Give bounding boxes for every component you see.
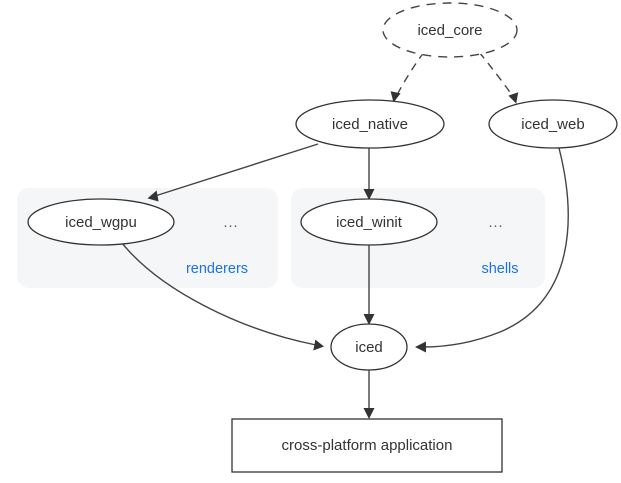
edge-iced-winit-to-iced-arrowhead: [363, 314, 375, 325]
edge-iced-wgpu-to-iced: [121, 242, 324, 351]
edge-iced-winit-to-iced: [363, 245, 375, 325]
edge-iced-to-application: [363, 370, 375, 419]
edge-iced-core-to-iced-web: [478, 51, 519, 104]
node-iced-winit[interactable]: iced_winit: [300, 198, 438, 246]
node-iced-wgpu-shape[interactable]: [27, 198, 175, 246]
node-iced-label: iced: [355, 339, 383, 356]
cluster-shells-ellipsis: ...: [488, 215, 503, 231]
node-iced-web[interactable]: iced_web: [488, 99, 618, 149]
node-iced-web-shape[interactable]: [488, 99, 618, 149]
node-iced-native-label: iced_native: [332, 116, 408, 133]
node-iced-winit-shape[interactable]: [300, 198, 438, 246]
edge-iced-wgpu-to-iced-line: [121, 242, 317, 346]
cluster-renderers-ellipsis: ...: [223, 215, 238, 231]
node-iced-wgpu-label: iced_wgpu: [65, 214, 137, 231]
node-iced-native[interactable]: iced_native: [295, 99, 445, 149]
node-cross-platform-application[interactable]: cross-platform application: [231, 418, 503, 473]
node-iced-native-shape[interactable]: [295, 99, 445, 149]
edge-iced-core-to-iced-native-line: [396, 51, 425, 96]
edge-iced-wgpu-to-iced-arrowhead: [313, 339, 324, 351]
node-iced-wgpu[interactable]: iced_wgpu: [27, 198, 175, 246]
edge-iced-native-to-iced-wgpu-line: [154, 143, 319, 197]
edge-iced-native-to-iced-wgpu: [147, 143, 319, 202]
node-iced[interactable]: iced: [330, 323, 408, 371]
node-iced-core-shape[interactable]: [382, 2, 518, 58]
edge-iced-native-to-iced-winit: [363, 148, 375, 200]
edge-iced-web-to-iced: [415, 147, 569, 353]
node-iced-winit-label: iced_winit: [336, 214, 403, 231]
node-iced-core[interactable]: iced_core: [382, 2, 518, 58]
cluster-renderers-label: renderers: [186, 261, 248, 277]
node-cross-platform-application-shape[interactable]: [231, 418, 503, 473]
edge-iced-core-to-iced-native-arrowhead: [390, 91, 401, 103]
node-iced-web-label: iced_web: [521, 116, 584, 133]
edge-iced-to-application-arrowhead: [363, 408, 375, 419]
edge-iced-native-to-iced-winit-arrowhead: [363, 189, 375, 200]
edge-iced-core-to-iced-web-line: [478, 51, 513, 96]
node-cross-platform-application-label: cross-platform application: [282, 437, 453, 454]
node-iced-shape[interactable]: [330, 323, 408, 371]
node-iced-core-label: iced_core: [417, 22, 482, 39]
cluster-shells-label: shells: [481, 261, 518, 277]
edge-iced-native-to-iced-wgpu-arrowhead: [147, 190, 159, 202]
edge-iced-web-to-iced-arrowhead: [415, 341, 426, 353]
edge-iced-core-to-iced-web-arrowhead: [508, 92, 519, 104]
edge-iced-web-to-iced-line: [422, 147, 569, 348]
edge-iced-core-to-iced-native: [390, 51, 425, 103]
